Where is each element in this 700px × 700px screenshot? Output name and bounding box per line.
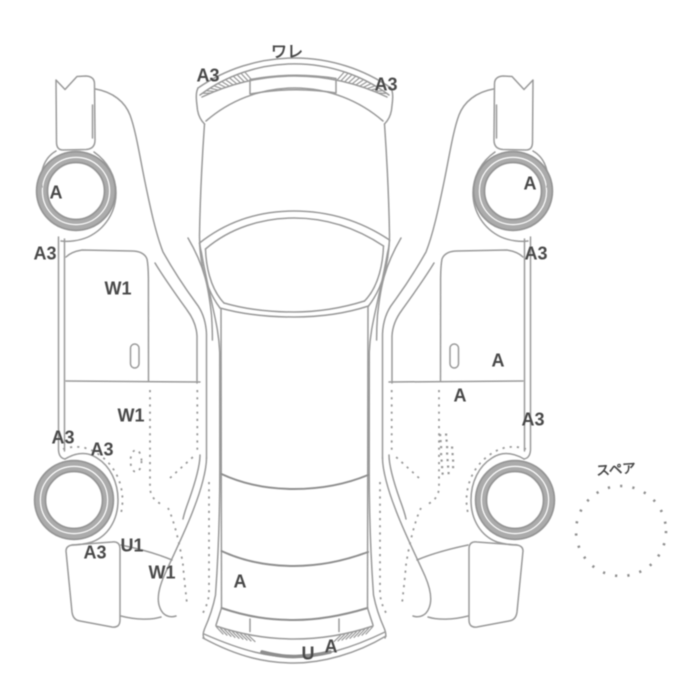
svg-text:A: A: [492, 351, 505, 371]
svg-text:A3: A3: [196, 66, 219, 86]
svg-text:A: A: [325, 637, 338, 657]
svg-text:A3: A3: [374, 75, 397, 95]
svg-text:U1: U1: [120, 536, 143, 556]
svg-text:U: U: [302, 644, 315, 664]
svg-text:A3: A3: [51, 428, 74, 448]
svg-text:A: A: [524, 174, 537, 194]
svg-text:A3: A3: [524, 244, 547, 264]
svg-text:A: A: [50, 183, 63, 203]
svg-text:A: A: [234, 572, 247, 592]
svg-text:W1: W1: [105, 279, 132, 299]
svg-text:W1: W1: [118, 406, 145, 426]
svg-text:W1: W1: [149, 563, 176, 583]
svg-text:A3: A3: [521, 410, 544, 430]
svg-text:A3: A3: [33, 244, 56, 264]
svg-text:A: A: [454, 386, 467, 406]
svg-text:ワレ: ワレ: [271, 44, 303, 61]
svg-text:スペア: スペア: [596, 461, 637, 479]
svg-text:A3: A3: [90, 440, 113, 460]
svg-text:A3: A3: [83, 543, 106, 563]
